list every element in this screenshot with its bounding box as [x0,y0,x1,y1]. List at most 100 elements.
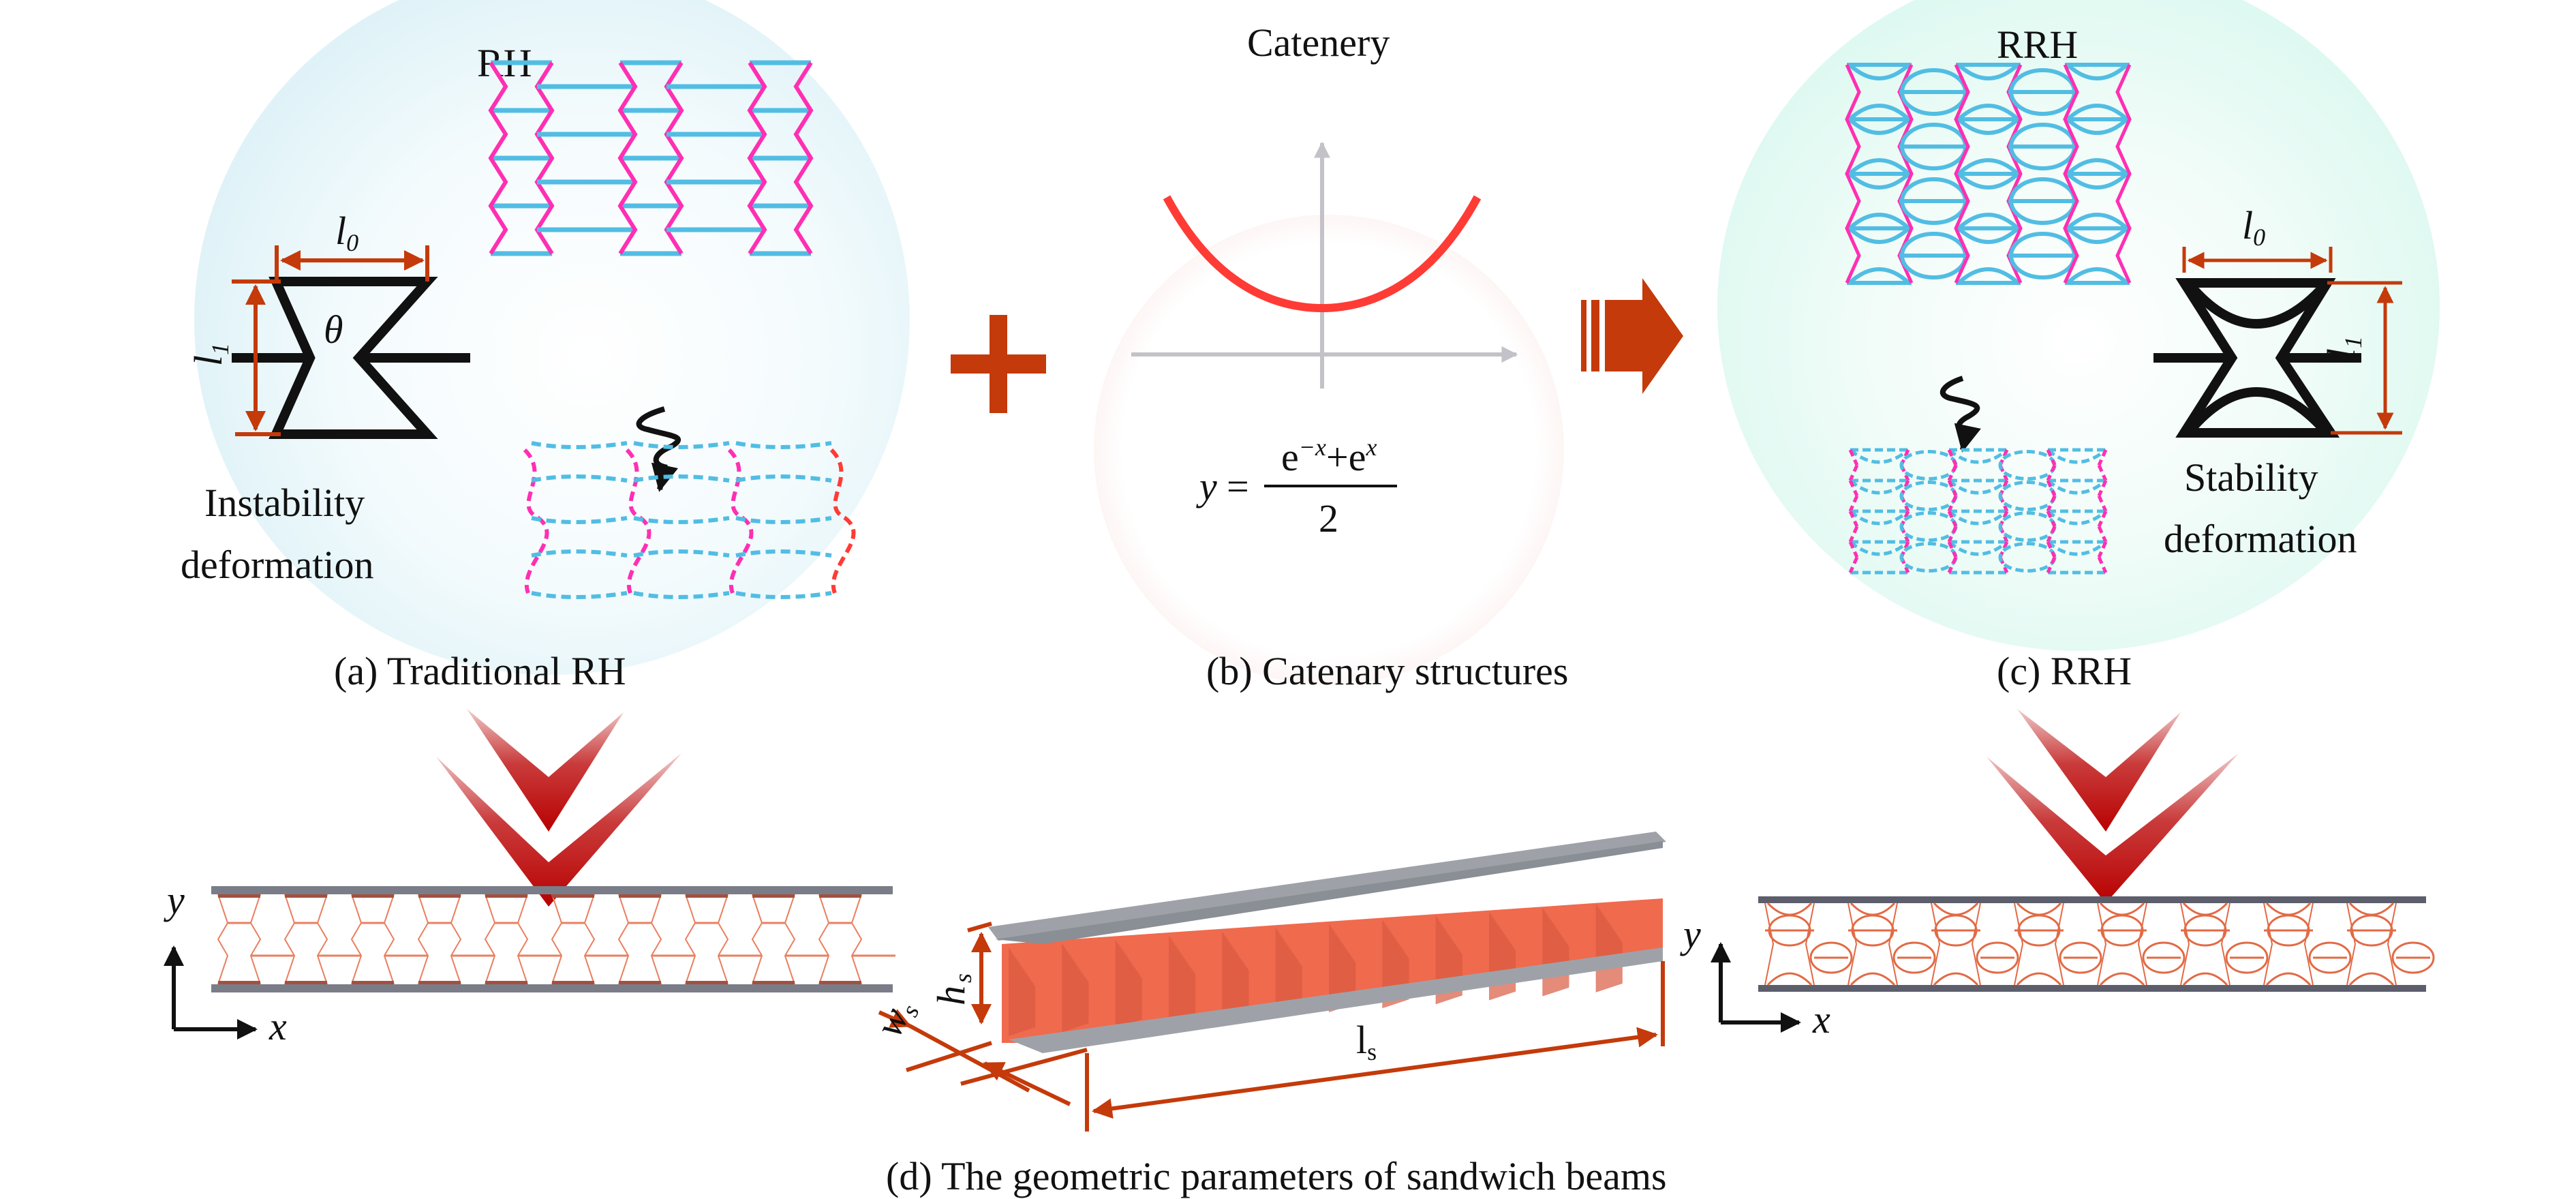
beam-cell-wall [2097,902,2147,986]
beam-cell-wall [1764,902,1815,986]
rrh-lattice [1845,63,2132,285]
rrh-arch [1957,172,2020,189]
rh-deformed-rib [531,441,628,449]
catenary-axes [1131,141,1518,389]
beam-cell-wall [249,894,262,985]
rrh-lens [2009,68,2076,116]
beam-cell-lens [2225,941,2269,974]
beam-cell-lens [2391,941,2435,974]
rh-deformed-rib [735,441,832,449]
rh-deformed-rib [633,549,730,558]
rrh-deformed-arch [1849,449,1910,464]
panel-a-note-line2: deformation [181,543,373,587]
rh-deformed-rib [633,474,730,483]
axes-right [1711,942,1801,1033]
beam-cell-cap [619,894,661,898]
beam-cell-cap [285,894,327,898]
rh-lattice [488,60,814,256]
beam-cell-arch [2265,972,2312,986]
beam-cell-cap [619,981,661,984]
beam-cell-arch [1850,902,1896,916]
rrh-deformed-arch [1849,479,1910,495]
beam-cell-cap [686,981,728,984]
rh-wall [747,61,767,255]
core-facet [1009,947,1036,1036]
beam-cell-arch [2099,902,2145,916]
rrh-arch [2066,117,2129,135]
plus-icon [951,315,1046,413]
beam-cell-wall [484,894,496,985]
panel-c-caption: (c) RRH [1997,649,2132,693]
core-facet [1595,903,1623,992]
wavy-arrow-icon [636,406,681,492]
beam-cell-wall [217,894,229,985]
dimension-hs [906,922,992,1072]
rrh-lens [1900,177,1967,225]
rrh-lens [1900,232,1967,279]
rh-deformed-rib [735,474,832,483]
rrh-arch [1847,267,1911,285]
rrh-arch [1847,104,1911,121]
beam-cell-wall [450,894,462,985]
panel-c-note-line1: Stability [2184,455,2318,500]
beam-cell-wall [751,894,763,985]
rrh-arch [2066,172,2129,189]
rh-label-l0: l0 [335,209,358,256]
rh-wall [793,61,814,255]
rh-deformed-rib [531,516,628,524]
beam-cell-wall [551,894,563,985]
rrh-dimension-l0 [2182,247,2333,273]
rh-deformed-lattice [523,441,856,599]
bottom-plate [1009,947,1663,1053]
eq-lhs: y [1196,464,1217,509]
rrh-deformed-arch [1948,479,2008,495]
beam-cell-wall [717,894,729,985]
rh-deformed-wall [829,448,856,594]
axis-x-left: x [269,1004,287,1048]
rh-dimension-l1 [232,279,281,436]
panel-d-caption: (d) The geometric parameters of sandwich… [886,1154,1667,1198]
beam-cell-wall [350,894,363,985]
beam-cell-wall [684,894,696,985]
rrh-arch [1847,213,1911,230]
rrh-deformed-arch [1948,510,2008,526]
label-ls: ls [1356,1018,1377,1065]
rh-wall [664,61,684,255]
rrh-wall [1845,63,1861,284]
rrh-arch [1957,104,2020,121]
rh-deformed-rib [633,591,730,599]
beam-cell-cap [485,894,527,898]
rrh-arch [2066,63,2129,80]
rh-deformed-rib [735,591,832,599]
rrh-arch [1957,63,2020,80]
beam-cell-cap [352,894,394,898]
rrh-arch [1957,158,2020,176]
rrh-lens [2009,177,2076,225]
beam-cell-wall [2263,902,2314,986]
top-plate-face [995,841,1663,944]
rrh-arch [2066,104,2129,121]
beam-cell-arch [1933,972,1979,986]
rrh-arch [2066,226,2129,244]
axis-y-left: y [164,878,185,922]
core-facet [1222,931,1249,1020]
beam-cell-wall [283,894,296,985]
core-facet [1275,927,1302,1016]
beam-cell-cap [819,894,861,898]
beam-cell-cap [218,981,260,984]
rh-deformed-rib [633,516,730,524]
core-facet [1329,924,1356,1012]
rrh-wall [1954,63,1970,284]
rrh-wall [2115,63,2132,284]
eq-denominator: 2 [1319,496,1338,541]
rh-deformed-rib [735,516,832,524]
rrh-deformed-arch [2046,479,2107,495]
rh-deformed-rib [531,474,628,483]
rrh-deformed-arch [2046,541,2107,556]
beam-cell-wall [617,894,630,985]
dimension-ws [878,1009,1088,1106]
rh-deformed-rib [633,441,730,449]
beam-cell-arch [2348,972,2395,986]
beam-cell-arch [1766,972,1813,986]
beam-cell-cap [418,894,461,898]
